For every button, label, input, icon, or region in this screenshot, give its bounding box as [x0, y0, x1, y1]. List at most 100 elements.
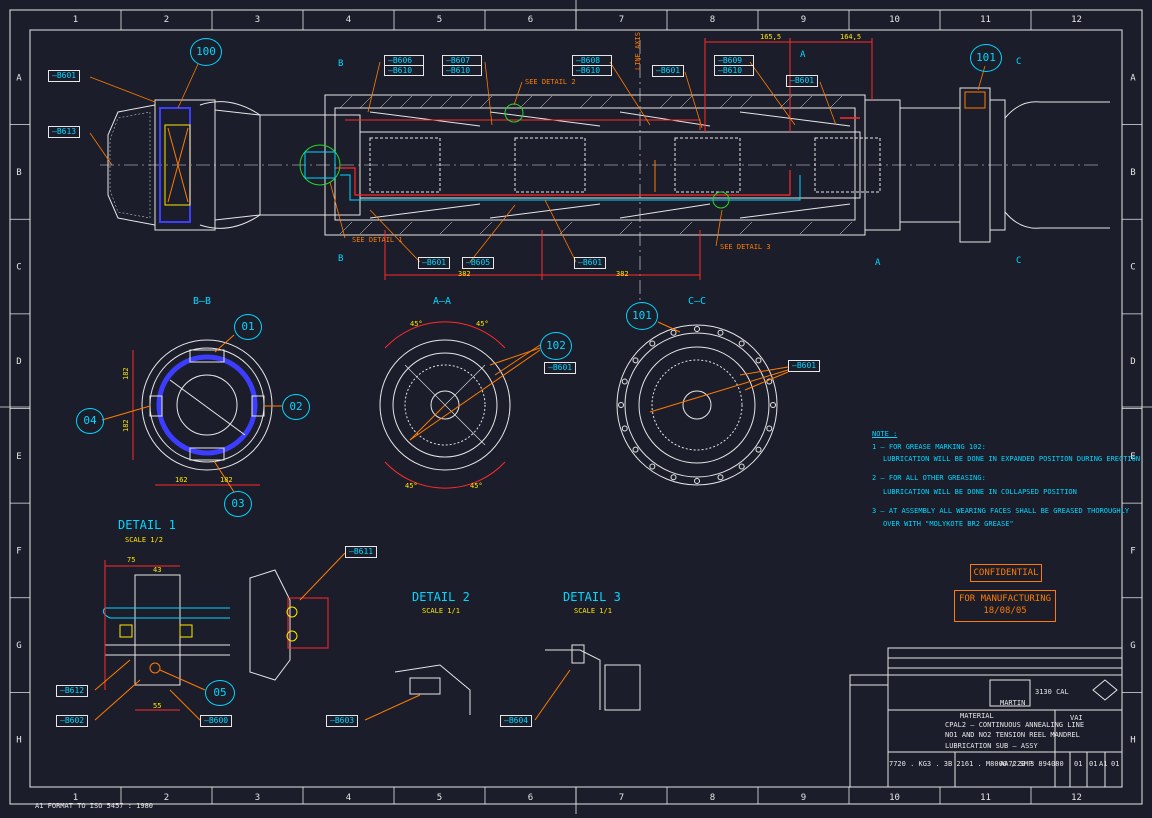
dim-164-5: 164,5 [840, 33, 862, 41]
bolt-hole [755, 446, 762, 453]
tb-desc-1: CPAL2 – CONTINUOUS ANNEALING LINE [945, 721, 1085, 729]
ref-b600: –B600 [200, 715, 233, 727]
detail-2-title: DETAIL 2 [412, 590, 470, 604]
grid-column-label-bottom: 11 [980, 793, 991, 803]
tb-customer: 3130 CAL [1035, 688, 1069, 696]
bolt-hole [770, 402, 776, 408]
note-line-1: 1 – FOR GREASE MARKING 102: [872, 443, 986, 451]
bolt-hole [694, 326, 700, 332]
detail-2-scale: SCALE 1/1 [422, 607, 460, 615]
grid-column-label-bottom: 4 [346, 793, 351, 803]
bolt-hole [694, 478, 700, 484]
section-mark-a-bottom: A [875, 258, 881, 268]
grid-row-label-right: C [1130, 263, 1135, 273]
note-line-4: LUBRICATION WILL BE DONE IN COLLAPSED PO… [883, 488, 1077, 496]
grid-row-label-right: F [1130, 546, 1135, 556]
balloon-02: 02 [282, 394, 310, 420]
grid-column-label-bottom: 6 [528, 793, 533, 803]
grid-column-label-top: 5 [437, 15, 442, 25]
manufacturing-label: FOR MANUFACTURING [958, 594, 1052, 604]
grid-row-label-left: G [16, 641, 21, 651]
ref-b601-bottom-right: –B601 [574, 257, 607, 269]
tb-desc-3: LUBRICATION SUB – ASSY [945, 742, 1038, 750]
tb-serial: 3 894080 [1030, 760, 1064, 768]
detail-1-title: DETAIL 1 [118, 518, 176, 532]
note-line-5: 3 – AT ASSEMBLY ALL WEARING FACES SHALL … [872, 507, 1130, 515]
notes-title: NOTE : [872, 430, 898, 438]
confidential-stamp: CONFIDENTIAL [970, 564, 1042, 582]
grid-column-label-bottom: 1 [73, 793, 78, 803]
section-cc [616, 321, 789, 486]
ref-b601-right: –B601 [786, 75, 819, 87]
detail-3-scale: SCALE 1/1 [574, 607, 612, 615]
note-line-6: OVER WITH "MOLYKOTE BR2 GREASE" [883, 520, 1014, 528]
grid-row-label-right: D [1130, 357, 1135, 367]
line-axis-label: LINE AXIS [634, 32, 642, 70]
balloon-05: 05 [205, 680, 235, 706]
angle-aa-4: 45° [470, 482, 483, 490]
grid-column-label-bottom: 2 [164, 793, 169, 803]
manufacturing-stamp: FOR MANUFACTURING 18/08/05 [954, 590, 1056, 622]
dim-d1-43: 43 [153, 566, 162, 574]
grid-column-label-top: 1 [73, 15, 78, 25]
grid-column-label-top: 11 [980, 15, 991, 25]
dim-bb-162: 162 [175, 476, 188, 484]
tb-sheet-2: 01 [1089, 760, 1098, 768]
tb-material: MATERIAL [960, 712, 994, 720]
grid-row-label-left: B [16, 168, 21, 178]
grid-column-label-bottom: 3 [255, 793, 260, 803]
ref-b609-b610: –B609–B610 [714, 55, 754, 76]
dim-bb-182-b: 182 [122, 419, 130, 432]
ref-b604: –B604 [500, 715, 533, 727]
note-line-3: 2 – FOR ALL OTHER GREASING: [872, 474, 986, 482]
grid-column-label-top: 12 [1071, 15, 1082, 25]
ref-b601-aa: –B601 [544, 362, 577, 374]
tb-sheet-3: A1 [1099, 760, 1108, 768]
detail-sketches [364, 644, 641, 721]
tb-drawing-no: 7720 . KG3 . 3B 2161 . M8000 / SMP [889, 760, 1033, 768]
tb-sheet-4: 01 [1111, 760, 1120, 768]
bolt-hole [738, 340, 745, 347]
section-bb-title: B–B [193, 296, 212, 307]
ref-b612: –B612 [56, 685, 89, 697]
ref-b607-b610: –B607–B610 [442, 55, 482, 76]
bolt-hole [766, 425, 773, 432]
grid-column-label-bottom: 5 [437, 793, 442, 803]
bolt-hole [755, 357, 762, 364]
detail-2-sketch [249, 552, 346, 681]
grid-column-label-top: 4 [346, 15, 351, 25]
bolt-hole [738, 463, 745, 470]
bolt-hole [618, 402, 624, 408]
balloon-01: 01 [234, 314, 262, 340]
dim-bb-182-c: 182 [220, 476, 233, 484]
balloon-100: 100 [190, 38, 222, 66]
bolt-hole [717, 329, 724, 336]
title-block-frame [849, 647, 1123, 788]
dim-382-left: 382 [458, 270, 471, 278]
callout-detail-3: SEE DETAIL 3 [720, 243, 771, 251]
tb-maker: MARTIN [1000, 699, 1026, 707]
section-bb [101, 334, 282, 493]
callout-detail-1: SEE DETAIL 1 [352, 236, 403, 244]
grid-column-label-top: 2 [164, 15, 169, 25]
grid-column-label-bottom: 9 [801, 793, 806, 803]
grid-row-label-right: E [1130, 452, 1135, 462]
ref-b602: –B602 [56, 715, 89, 727]
grid-column-label-bottom: 12 [1071, 793, 1082, 803]
balloon-03: 03 [224, 491, 252, 517]
ref-b608-b610: –B608–B610 [572, 55, 612, 76]
section-aa-title: A–A [433, 296, 452, 307]
grid-column-label-bottom: 10 [889, 793, 900, 803]
ref-b601-cc: –B601 [788, 360, 821, 372]
ref-b603: –B603 [326, 715, 359, 727]
section-mark-c-bottom: C [1016, 256, 1022, 266]
ref-b611: –B611 [345, 546, 378, 558]
section-mark-b-top: B [338, 59, 344, 69]
grid-row-label-right: B [1130, 168, 1135, 178]
section-mark-a-top: A [800, 50, 806, 60]
angle-aa-1: 45° [410, 320, 423, 328]
